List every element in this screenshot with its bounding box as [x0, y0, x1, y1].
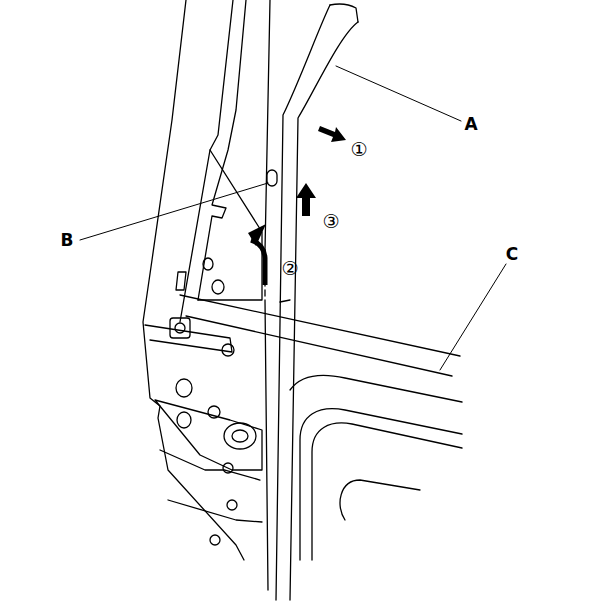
leader-line	[336, 66, 461, 121]
hole	[176, 379, 192, 397]
pillar-flange	[145, 325, 232, 352]
hole	[210, 535, 220, 545]
pillar-flange	[176, 272, 186, 290]
bolt-plate	[170, 318, 190, 338]
leader-line	[440, 264, 506, 370]
hole	[222, 344, 234, 356]
pillar-edge	[198, 0, 246, 300]
clip	[267, 170, 277, 186]
callout-number: ③	[320, 211, 341, 232]
hole	[203, 258, 213, 270]
pillar-lower	[168, 500, 262, 522]
trim-line	[186, 316, 452, 376]
hole	[223, 463, 233, 473]
opening-edge	[265, 300, 268, 590]
weatherstrip-end	[330, 4, 358, 22]
trim-line	[280, 300, 290, 302]
hole	[212, 280, 224, 294]
pillar-outline	[143, 0, 244, 560]
weatherstrip	[276, 5, 330, 600]
hole	[224, 423, 256, 449]
door-panel	[290, 375, 462, 402]
callout-number: ①	[348, 139, 369, 160]
callout-number: ②	[279, 258, 300, 279]
hole	[227, 500, 237, 510]
direction-arrow	[296, 183, 316, 216]
direction-arrow	[251, 240, 265, 285]
part-label: B	[59, 231, 76, 250]
pillar-lower	[160, 450, 260, 480]
pillar-lower	[155, 400, 262, 470]
hole	[177, 412, 191, 428]
direction-arrow	[318, 126, 346, 142]
pillar-panel	[198, 150, 262, 300]
leader-line	[80, 183, 268, 240]
hole	[232, 430, 248, 442]
door-panel	[340, 480, 420, 520]
opening-edge	[265, 0, 270, 250]
bolt	[175, 323, 185, 333]
hole	[208, 406, 220, 418]
door-panel	[300, 409, 462, 560]
direction-arrow	[248, 224, 266, 246]
part-label: C	[504, 245, 520, 264]
part-label: A	[462, 115, 479, 134]
door-panel	[312, 423, 462, 560]
